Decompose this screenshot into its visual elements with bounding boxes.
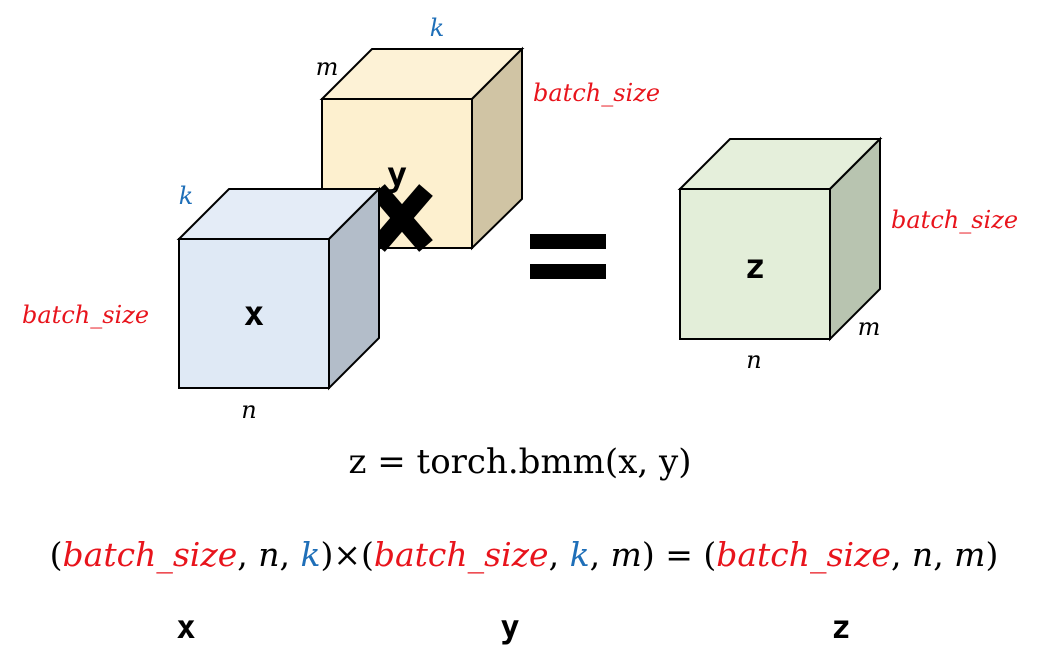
y-front-label: m — [316, 53, 339, 81]
z-depth-label: m — [858, 313, 881, 341]
cube-z-front-face — [679, 188, 831, 340]
z-height-label: batch_size — [891, 206, 1018, 234]
equation-punctuation: , — [933, 535, 954, 574]
equation-punctuation: , — [549, 535, 570, 574]
x-depth-label: k — [179, 182, 194, 210]
cube-z-name: z — [745, 247, 765, 287]
equation-punctuation: ( — [50, 535, 63, 574]
equation-punctuation: , — [590, 535, 611, 574]
equation-punctuation: = — [655, 535, 704, 574]
code-line: z = torch.bmm(x, y) — [349, 442, 692, 482]
y-depth-label: k — [430, 14, 445, 42]
x-height-label: batch_size — [22, 301, 149, 329]
x-front-label: n — [241, 396, 256, 424]
bottom-name-y: y — [500, 608, 519, 646]
equation-punctuation: ( — [703, 535, 716, 574]
y-height-label: batch_size — [533, 79, 660, 107]
equation-symbol-k: k — [570, 535, 590, 574]
equation-punctuation: , — [279, 535, 300, 574]
equation-punctuation: , — [891, 535, 912, 574]
equation-symbol-m: m — [611, 535, 642, 574]
equation-symbol-n: n — [912, 535, 933, 574]
shape-equation: (batch_size, n, k)×(batch_size, k, m) = … — [50, 535, 999, 575]
equation-symbol-batch-size: batch_size — [374, 535, 549, 575]
equation-symbol-k: k — [300, 535, 320, 574]
cube-x: x — [176, 186, 382, 391]
equation-punctuation: × — [333, 535, 361, 574]
bottom-name-x: x — [176, 608, 195, 646]
equation-punctuation: ) — [985, 535, 998, 574]
equation-punctuation: , — [237, 535, 258, 574]
cube-x-front-face — [178, 238, 330, 389]
cube-z: z — [677, 136, 883, 342]
equation-symbol-m: m — [954, 535, 985, 574]
equation-symbol-batch-size: batch_size — [716, 535, 891, 575]
equation-symbol-batch-size: batch_size — [63, 535, 238, 575]
equation-punctuation: ) — [320, 535, 333, 574]
bottom-name-z: z — [831, 608, 850, 646]
equation-punctuation: ) — [642, 535, 655, 574]
equals-sign-icon — [530, 234, 606, 279]
multiply-sign-icon — [371, 184, 433, 252]
equation-symbol-n: n — [258, 535, 279, 574]
cube-x-name: x — [244, 294, 264, 334]
cube-y-name: y — [387, 155, 407, 195]
z-front-label: n — [746, 346, 761, 374]
equation-punctuation: ( — [361, 535, 374, 574]
